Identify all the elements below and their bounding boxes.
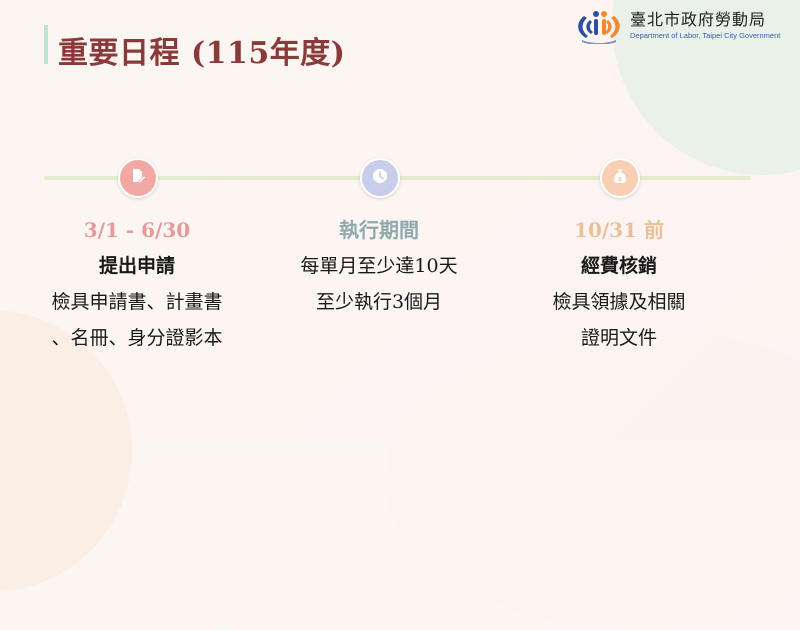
timeline-date: 3/1 - 6/30 [83,218,191,242]
timeline-detail: 檢具領據及相關 [552,291,686,313]
timeline-heading: 提出申請 [98,255,175,277]
timeline-node-reimbursement: $ [600,158,640,198]
title-accent-bar [44,25,48,64]
logo-name-english: Department of Labor, Taipei City Governm… [630,31,781,40]
timeline-detail: 、名冊、身分證影本 [51,327,223,349]
clock-icon [371,167,389,189]
decorative-circle-faint [385,330,800,630]
labor-department-emblem-icon [574,8,624,45]
timeline-heading: 經費核銷 [580,255,657,277]
timeline-detail: 證明文件 [580,327,657,349]
department-logo: 臺北市政府勞動局 Department of Labor, Taipei Cit… [574,8,781,45]
timeline-item-reimbursement: 10/31 前 經費核銷 檢具領據及相關 證明文件 [499,212,739,356]
timeline-date: 10/31 前 [574,218,664,242]
timeline-item-apply: 3/1 - 6/30 提出申請 檢具申請書、計畫書 、名冊、身分證影本 [17,212,257,356]
timeline-detail: 檢具申請書、計畫書 [51,291,223,313]
page-title: 重要日程 (115年度) [58,36,346,71]
logo-name-chinese: 臺北市政府勞動局 [630,10,767,29]
svg-text:$: $ [618,176,622,183]
timeline-detail: 每單月至少達10天 [300,255,458,277]
timeline-detail: 至少執行3個月 [315,291,443,313]
document-edit-icon [129,167,147,189]
timeline-node-apply [118,158,158,198]
timeline-item-execution: 執行期間 每單月至少達10天 至少執行3個月 [259,212,499,320]
timeline-date: 執行期間 [339,218,419,242]
money-bag-icon: $ [611,167,629,189]
timeline-node-execution [360,158,400,198]
